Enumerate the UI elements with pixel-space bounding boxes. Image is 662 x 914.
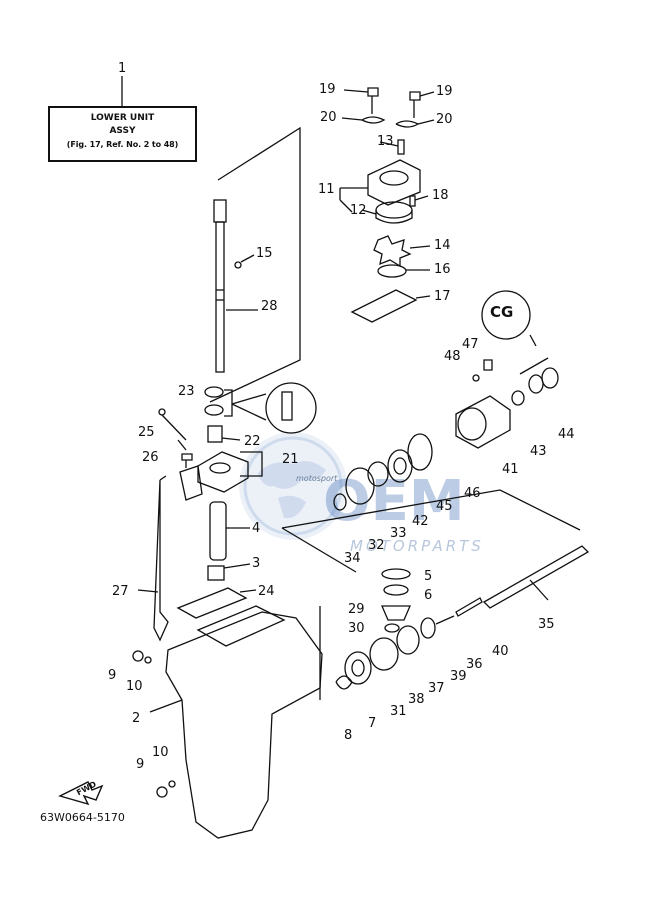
callout-20-right: 20 bbox=[436, 112, 453, 127]
bolt-19-right bbox=[409, 91, 421, 118]
callout-4: 4 bbox=[252, 521, 261, 536]
drawing-code: 63W0664-5170 bbox=[40, 811, 125, 824]
callout-46: 46 bbox=[464, 486, 481, 501]
callout-13: 13 bbox=[377, 134, 394, 149]
shaft-housing-41 bbox=[455, 395, 511, 449]
watermark-small-text: motosport bbox=[296, 474, 338, 483]
watermark-brand-text: MOTORPARTS bbox=[350, 537, 484, 555]
callout-19-left: 19 bbox=[319, 82, 336, 97]
washer-20-left bbox=[361, 116, 386, 124]
pin-15 bbox=[234, 261, 242, 269]
callout-24: 24 bbox=[258, 584, 275, 599]
callout-10-upper: 10 bbox=[126, 679, 143, 694]
seal-housing-21 bbox=[197, 451, 249, 493]
callout-9-upper: 9 bbox=[108, 668, 117, 683]
propeller-shaft-35 bbox=[482, 545, 590, 609]
callout-21: 21 bbox=[282, 452, 299, 467]
callout-35: 35 bbox=[538, 617, 555, 632]
callout-17: 17 bbox=[434, 289, 451, 304]
callout-11: 11 bbox=[318, 182, 335, 197]
leader-15 bbox=[240, 254, 255, 263]
callout-1: 1 bbox=[118, 61, 127, 76]
callout-20-left: 20 bbox=[320, 110, 337, 125]
shaft-28-spline-top bbox=[213, 199, 227, 223]
callout-36: 36 bbox=[466, 657, 483, 672]
callout-32: 32 bbox=[368, 538, 385, 553]
lower-unit-assy-title-box: LOWER UNIT ASSY (Fig. 17, Ref. No. 2 to … bbox=[48, 106, 197, 162]
title-line-3: (Fig. 17, Ref. No. 2 to 48) bbox=[66, 140, 179, 149]
callout-45: 45 bbox=[436, 499, 453, 514]
callout-23: 23 bbox=[178, 384, 195, 399]
bolt-19-left bbox=[367, 87, 379, 114]
dashed-group-frame bbox=[209, 126, 301, 403]
bracket-21 bbox=[240, 451, 263, 477]
callout-3: 3 bbox=[252, 556, 261, 571]
callout-39: 39 bbox=[450, 669, 467, 684]
title-line-1: LOWER UNIT bbox=[90, 113, 155, 123]
gasket-24 bbox=[176, 587, 248, 619]
callout-7: 7 bbox=[368, 716, 377, 731]
callout-16: 16 bbox=[434, 262, 451, 277]
callout-38: 38 bbox=[408, 692, 425, 707]
callout-29: 29 bbox=[348, 602, 365, 617]
callout-26: 26 bbox=[142, 450, 159, 465]
callout-8: 8 bbox=[344, 728, 353, 743]
callout-40: 40 bbox=[492, 644, 509, 659]
title-line-2: ASSY bbox=[109, 126, 136, 136]
callout-6: 6 bbox=[424, 588, 433, 603]
callout-19-right: 19 bbox=[436, 84, 453, 99]
callout-31: 31 bbox=[390, 704, 407, 719]
fwd-arrow-icon bbox=[58, 781, 104, 806]
callout-12: 12 bbox=[350, 203, 367, 218]
callout-48: 48 bbox=[444, 349, 461, 364]
outer-plate-17 bbox=[350, 289, 418, 323]
callout-5: 5 bbox=[424, 569, 433, 584]
callout-22: 22 bbox=[244, 434, 261, 449]
callout-37: 37 bbox=[428, 681, 445, 696]
callout-44: 44 bbox=[558, 427, 575, 442]
callout-14: 14 bbox=[434, 238, 451, 253]
callout-25: 25 bbox=[138, 425, 155, 440]
sealant-cg-icon: CG bbox=[490, 303, 514, 321]
callout-2: 2 bbox=[132, 711, 141, 726]
water-tube-4 bbox=[209, 501, 227, 561]
callout-9-lower: 9 bbox=[136, 757, 145, 772]
shift-rod-27 bbox=[153, 479, 169, 642]
callout-28: 28 bbox=[261, 299, 278, 314]
callout-10-lower: 10 bbox=[152, 745, 169, 760]
callout-33: 33 bbox=[390, 526, 407, 541]
callout-41: 41 bbox=[502, 462, 519, 477]
washer-20-right bbox=[395, 120, 420, 128]
callout-30: 30 bbox=[348, 621, 365, 636]
pump-housing-11 bbox=[367, 159, 421, 206]
callout-42: 42 bbox=[412, 514, 429, 529]
callout-43: 43 bbox=[530, 444, 547, 459]
shaft-28-body bbox=[215, 221, 225, 373]
leader-12 bbox=[361, 209, 377, 215]
impeller-14 bbox=[373, 235, 412, 268]
lower-casing-2 bbox=[165, 611, 323, 839]
callout-18: 18 bbox=[432, 188, 449, 203]
bracket-26 bbox=[179, 465, 203, 501]
callout-47: 47 bbox=[462, 337, 479, 352]
callout-15: 15 bbox=[256, 246, 273, 261]
callout-34: 34 bbox=[344, 551, 361, 566]
callout-27: 27 bbox=[112, 584, 129, 599]
